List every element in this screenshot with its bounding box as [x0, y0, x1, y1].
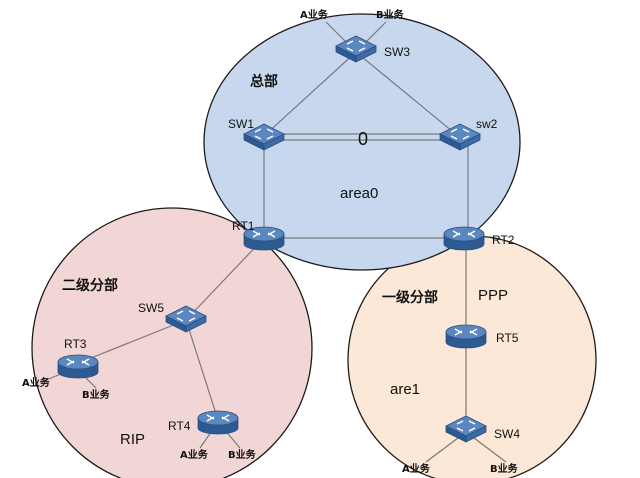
label-sw1: SW1 [228, 117, 254, 131]
router-icon-rt4[interactable] [197, 410, 239, 435]
zone-title-branch2: 二级分部 [62, 277, 118, 294]
service-b-sw4: B业务 [490, 462, 519, 475]
router-icon-rt3[interactable] [57, 354, 99, 379]
service-a-rt4: A业务 [180, 448, 209, 461]
zone-title-branch1: 一级分部 [382, 289, 438, 306]
router-icon-rt5[interactable] [445, 324, 487, 349]
area-label-hq: area0 [340, 185, 378, 202]
zone-branch1 [347, 235, 597, 478]
area-label-branch1: are1 [390, 381, 420, 398]
label-sw5: SW5 [138, 301, 164, 315]
link-rt1-sw5 [185, 237, 265, 321]
link-label-sw1-sw2: 0 [358, 129, 368, 149]
service-b-sw3: B业务 [376, 8, 405, 21]
zone-title-hq: 总部 [250, 73, 278, 90]
router-icon-rt2[interactable] [443, 226, 485, 251]
link-sw5-rt3 [75, 319, 187, 365]
link-sw3-sw2 [355, 51, 459, 137]
label-sw3: SW3 [384, 45, 410, 59]
service-a-sw3: A业务 [300, 8, 329, 21]
label-rt4: RT4 [168, 419, 191, 433]
label-rt2: RT2 [492, 233, 515, 247]
link-sw3-sw1 [263, 51, 357, 137]
label-sw2: sw2 [476, 117, 498, 131]
zone-branch2 [31, 207, 313, 478]
label-rt5: RT5 [496, 331, 519, 345]
link-sw5-rt4 [185, 319, 219, 421]
service-a-rt3: A业务 [22, 376, 51, 389]
label-sw4: SW4 [494, 427, 520, 441]
protocol-label-branch1: PPP [478, 287, 508, 304]
service-a-sw4: A业务 [402, 462, 431, 475]
label-rt3: RT3 [64, 337, 87, 351]
protocol-label-branch2: RIP [120, 431, 145, 448]
service-b-rt4: B业务 [228, 448, 257, 461]
label-rt1: RT1 [232, 219, 255, 233]
service-b-rt3: B业务 [82, 388, 111, 401]
zone-hq [203, 13, 521, 271]
